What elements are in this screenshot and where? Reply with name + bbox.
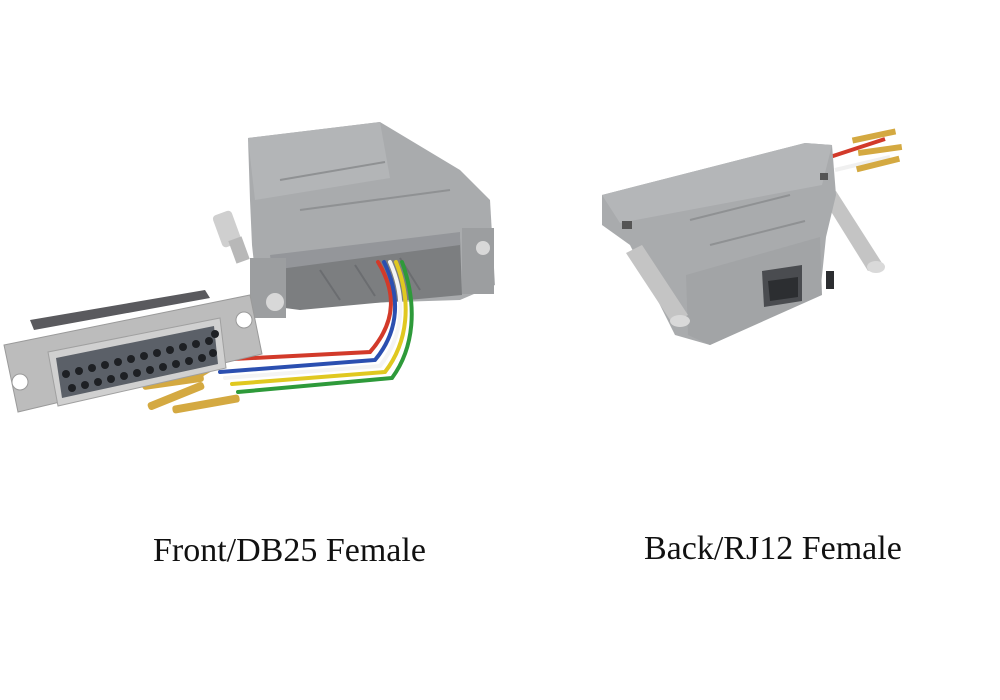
front-db25-adapter-image	[3, 122, 495, 414]
back-rj12-adapter-image	[602, 128, 903, 345]
wires	[829, 128, 903, 173]
adapter-housing	[248, 122, 495, 318]
thumb-screw	[212, 210, 250, 264]
adapter-housing	[602, 143, 836, 345]
rj12-female-jack	[762, 265, 834, 307]
thumb-screw	[626, 245, 690, 327]
thumb-screw	[822, 191, 885, 273]
db25-female-connector	[3, 290, 263, 413]
caption-back-rj12-female: Back/RJ12 Female	[644, 530, 902, 567]
wires	[212, 260, 414, 394]
caption-front-db25-female: Front/DB25 Female	[153, 532, 426, 569]
